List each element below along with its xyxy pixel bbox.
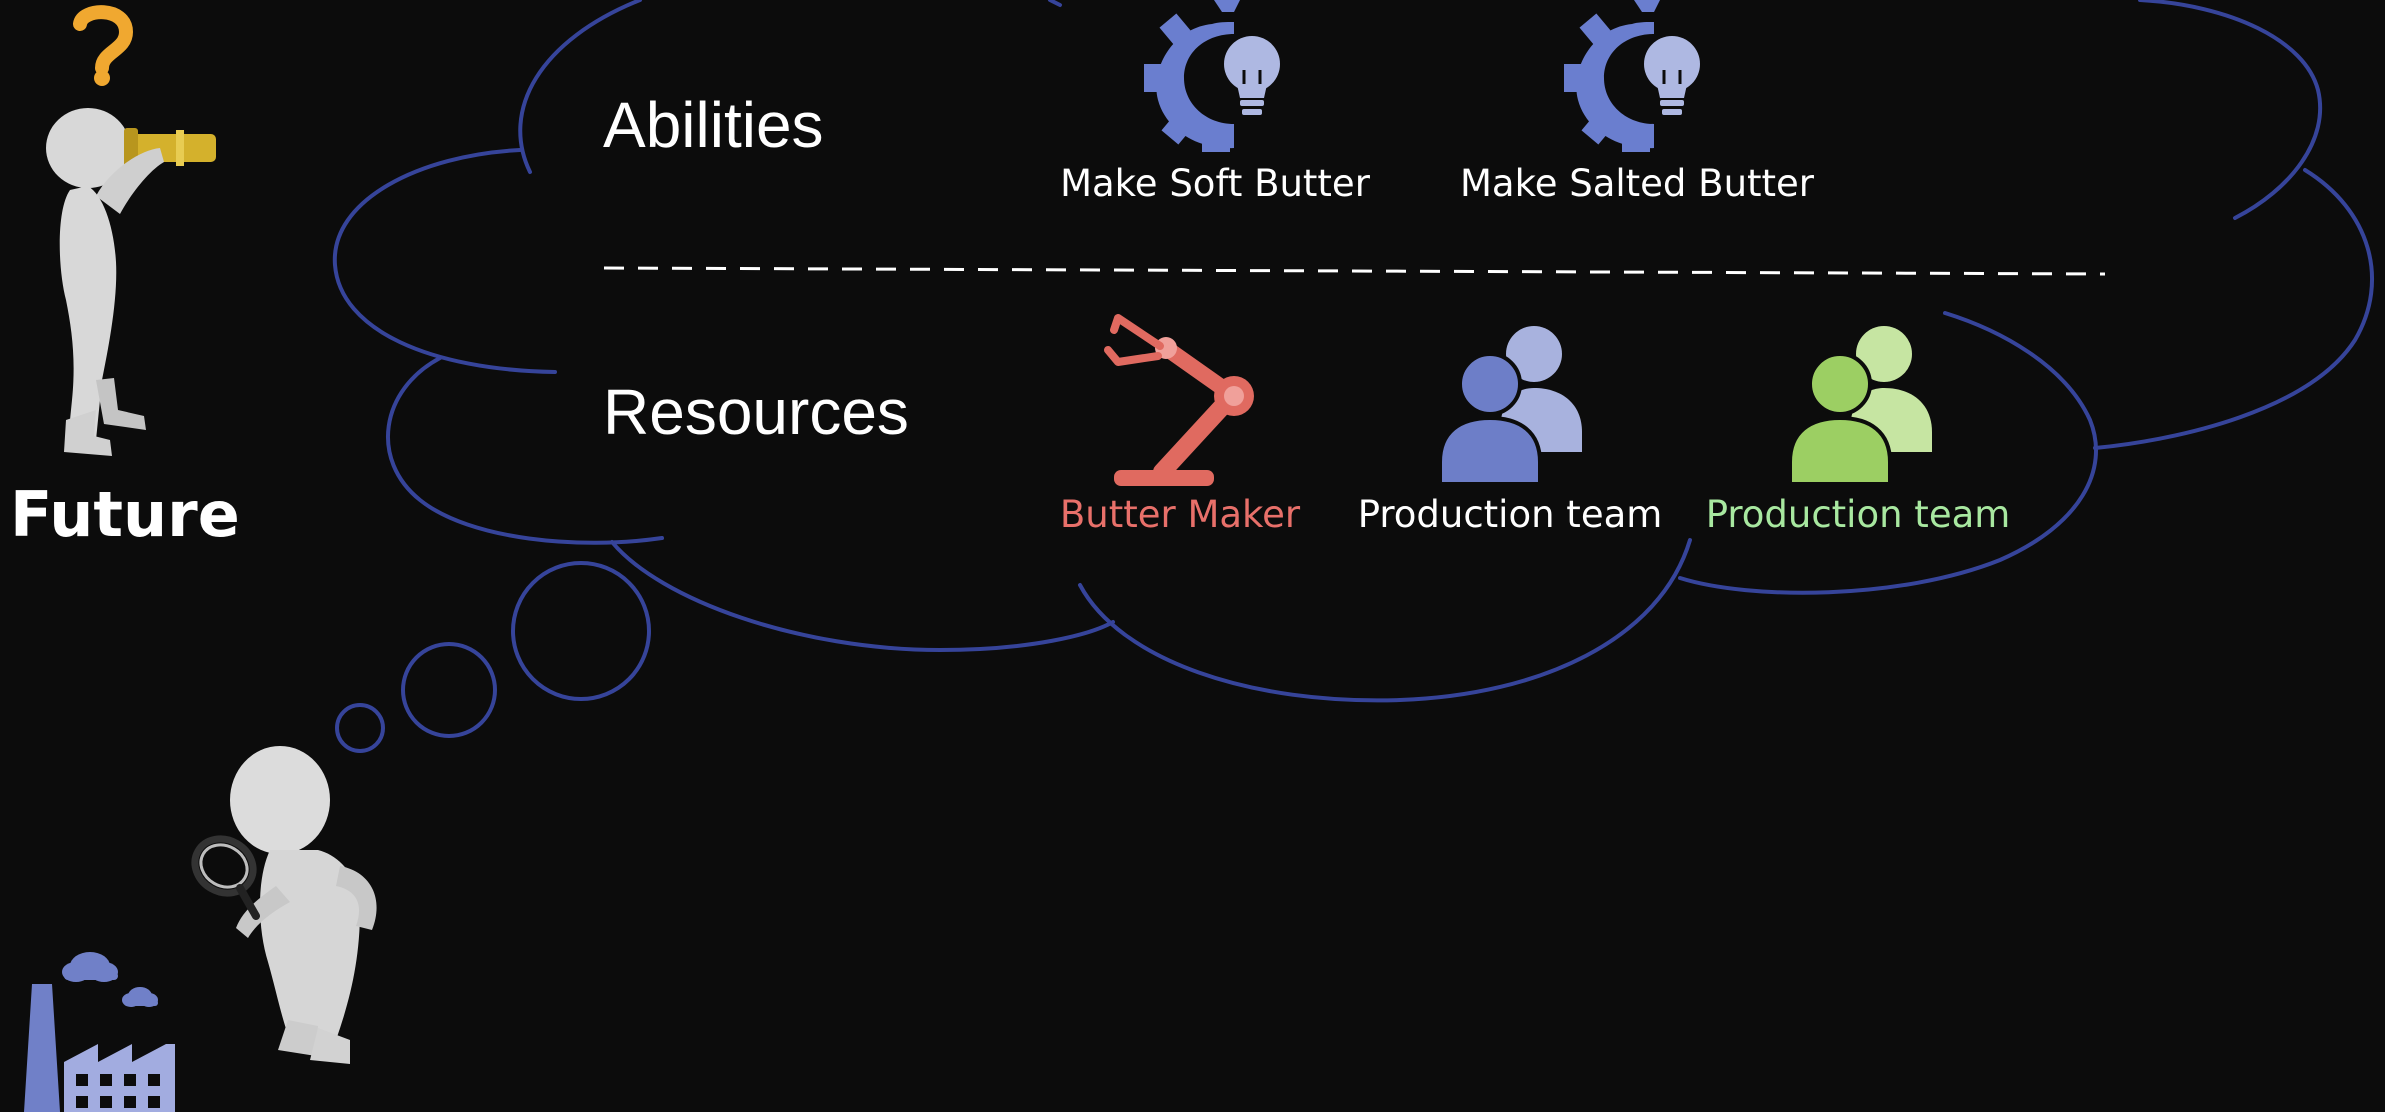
question-mark-icon	[73, 5, 134, 86]
thought-cloud	[332, 0, 2375, 753]
section-divider	[603, 266, 2106, 276]
factory-icon	[24, 952, 175, 1112]
magnifier-icon	[191, 835, 260, 920]
team-icon	[1788, 326, 1932, 486]
gear-lightbulb-icon	[1564, 0, 1700, 152]
gear-lightbulb-icon	[1144, 0, 1280, 152]
ability-label-salted-butter: Make Salted Butter	[1459, 162, 1815, 205]
future-label: Future	[10, 478, 240, 551]
robot-arm-icon	[1104, 314, 1254, 486]
team-icon	[1438, 326, 1582, 486]
resources-section-label: Resources	[603, 376, 909, 448]
abilities-section-label: Abilities	[603, 89, 824, 161]
resource-label-production-team: Production team	[1357, 493, 1663, 536]
person-telescope-icon	[46, 5, 216, 456]
person-magnifier-icon	[191, 746, 377, 1064]
resource-label-production-team-green: Production team	[1705, 493, 2011, 536]
ability-label-soft-butter: Make Soft Butter	[1060, 162, 1370, 205]
resource-label-butter-maker: Butter Maker	[1059, 493, 1301, 536]
